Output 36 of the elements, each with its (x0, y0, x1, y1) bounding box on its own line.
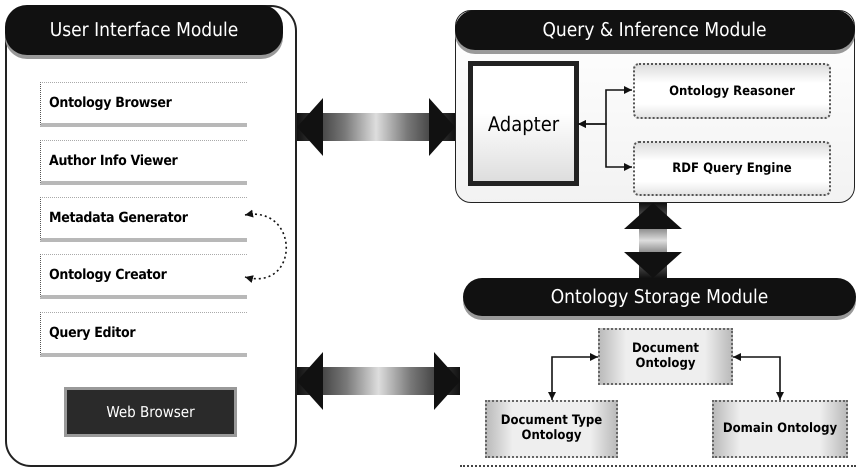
component-box (633, 63, 831, 119)
component-label: Query Editor (49, 325, 136, 341)
component-label: Adapter (488, 112, 560, 136)
component-box (40, 82, 247, 127)
connector-arrow (548, 353, 598, 400)
double-arrow (297, 352, 460, 410)
ontology-box (485, 400, 618, 458)
component-box (40, 140, 247, 185)
component-box (40, 312, 247, 357)
component-label: Document Type Ontology (500, 414, 604, 444)
component-label: Ontology Browser (49, 95, 172, 111)
ontology-box (598, 328, 733, 385)
component-box (633, 141, 831, 196)
component-label: Metadata Generator (49, 210, 188, 226)
component-label: Domain Ontology (722, 422, 838, 436)
module-heading: Ontology Storage Module (463, 278, 856, 316)
module-heading: Query & Inference Module (454, 10, 854, 50)
component-box (40, 254, 247, 299)
component-label: RDF Query Engine (672, 161, 792, 176)
component-label: Ontology Creator (49, 267, 167, 283)
double-arrow (297, 98, 455, 156)
component-label: Author Info Viewer (49, 153, 178, 169)
connector-arrow (244, 210, 288, 282)
component-label: Document Ontology (630, 342, 700, 372)
ontology-box (712, 400, 848, 458)
adapter-box (468, 61, 579, 186)
module-panel (5, 5, 297, 467)
connector-arrow (578, 120, 632, 171)
double-arrow (624, 203, 682, 278)
component-box (40, 197, 247, 242)
module-heading: User Interface Module (5, 5, 283, 55)
browser-box (64, 387, 237, 437)
component-label: Ontology Reasoner (669, 84, 795, 98)
connector-arrow (733, 353, 784, 400)
component-label: Web Browser (106, 403, 195, 421)
module-panel (455, 10, 855, 203)
